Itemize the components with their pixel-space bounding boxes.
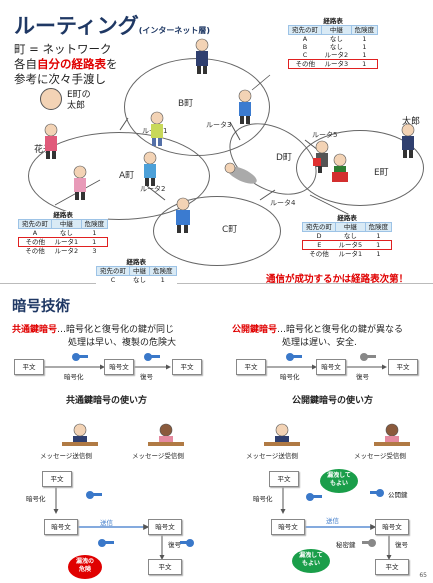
- common-plain-result-box: 平文: [172, 359, 202, 375]
- leak-ok-bubble-secret: 漏洩して もよい: [292, 549, 330, 573]
- public-key-description: 公開鍵暗号…暗号化と復号化の鍵が異なる 処理は遅い、安全.: [232, 325, 404, 348]
- crypto-panel: 暗号技術 共通鍵暗号…暗号化と復号化の鍵が同じ 処理は早い、複製の危険大 公開鍵…: [0, 287, 433, 583]
- public-plain-result-box: 平文: [388, 359, 418, 375]
- routing-title: ルーティング(インターネット層): [14, 14, 211, 38]
- router-links: [54, 74, 351, 216]
- town-a-ellipse: [28, 132, 210, 220]
- public-usage-title: 公開鍵暗号の使い方: [292, 396, 374, 406]
- public-plain-box: 平文: [236, 359, 266, 375]
- taro-label: 太郎: [402, 117, 421, 127]
- hanako-label: 花子: [34, 145, 53, 155]
- town-c-label: C町: [222, 225, 238, 235]
- crypto-arrows: [44, 353, 410, 560]
- common-usage-title: 共通鍵暗号の使い方: [66, 396, 148, 406]
- common-enc-label: 暗号化: [64, 373, 84, 381]
- common-usage-plain-result: 平文: [148, 559, 182, 575]
- e-taro-avatar: [40, 88, 62, 110]
- common-usage-send-label: 送信: [100, 519, 113, 527]
- public-sender-label: メッセージ送信側: [246, 452, 298, 460]
- public-usage-cipher-receiver: 暗号文: [375, 519, 409, 535]
- routing-note: 通信が成功するかは経路表次第！: [266, 274, 409, 285]
- public-usage-send-label: 送信: [326, 517, 339, 525]
- secret-key-label: 秘密鍵: [336, 541, 356, 549]
- crypto-title: 暗号技術: [12, 299, 70, 315]
- router-5-label: ルータ5: [312, 131, 338, 139]
- common-receiver-label: メッセージ受信側: [132, 452, 184, 460]
- town-c-ellipse: [153, 196, 281, 266]
- town-b-label: B町: [178, 99, 194, 109]
- public-receiver-label: メッセージ受信側: [354, 452, 406, 460]
- page-number: 65: [419, 572, 427, 579]
- public-usage-dec-label: 復号: [395, 541, 408, 549]
- town-a-label: A町: [119, 171, 135, 181]
- common-cipher-box: 暗号文: [104, 359, 134, 375]
- router-4-label: ルータ4: [270, 199, 296, 207]
- common-usage-dec-label: 復号: [168, 541, 181, 549]
- danger-bubble: 漏洩の 危険: [68, 555, 102, 579]
- common-usage-plain: 平文: [42, 471, 72, 487]
- routing-panel: ルーティング(インターネット層) 町 = ネットワーク 各自自分の経路表を 参考…: [0, 0, 433, 285]
- routing-description: 町 = ネットワーク 各自自分の経路表を 参考に次々手渡し: [14, 42, 118, 86]
- public-usage-plain: 平文: [269, 471, 299, 487]
- town-d-label: D町: [276, 153, 292, 163]
- common-usage-cipher-receiver: 暗号文: [148, 519, 182, 535]
- public-usage-cipher-sender: 暗号文: [271, 519, 305, 535]
- public-dec-label: 復号: [356, 373, 369, 381]
- router-2-label: ルータ2: [140, 185, 166, 193]
- leak-ok-bubble-public: 漏洩して もよい: [320, 469, 358, 493]
- common-usage-enc-label: 暗号化: [26, 495, 46, 503]
- common-key-description: 共通鍵暗号…暗号化と復号化の鍵が同じ 処理は早い、複製の危険大: [12, 325, 177, 348]
- common-usage-cipher-sender: 暗号文: [44, 519, 78, 535]
- common-plain-box: 平文: [14, 359, 44, 375]
- e-taro-label: E町の 太郎: [67, 90, 91, 111]
- common-dec-label: 復号: [140, 373, 153, 381]
- router-3-label: ルータ3: [206, 121, 232, 129]
- public-usage-enc-label: 暗号化: [253, 495, 273, 503]
- town-e-ellipse: [296, 130, 424, 206]
- public-cipher-box: 暗号文: [316, 359, 346, 375]
- people-illustrations: [44, 38, 415, 233]
- public-usage-plain-result: 平文: [375, 559, 409, 575]
- town-e-label: E町: [374, 168, 389, 178]
- common-sender-label: メッセージ送信側: [40, 452, 92, 460]
- public-enc-label: 暗号化: [280, 373, 300, 381]
- public-key-label: 公開鍵: [388, 491, 408, 499]
